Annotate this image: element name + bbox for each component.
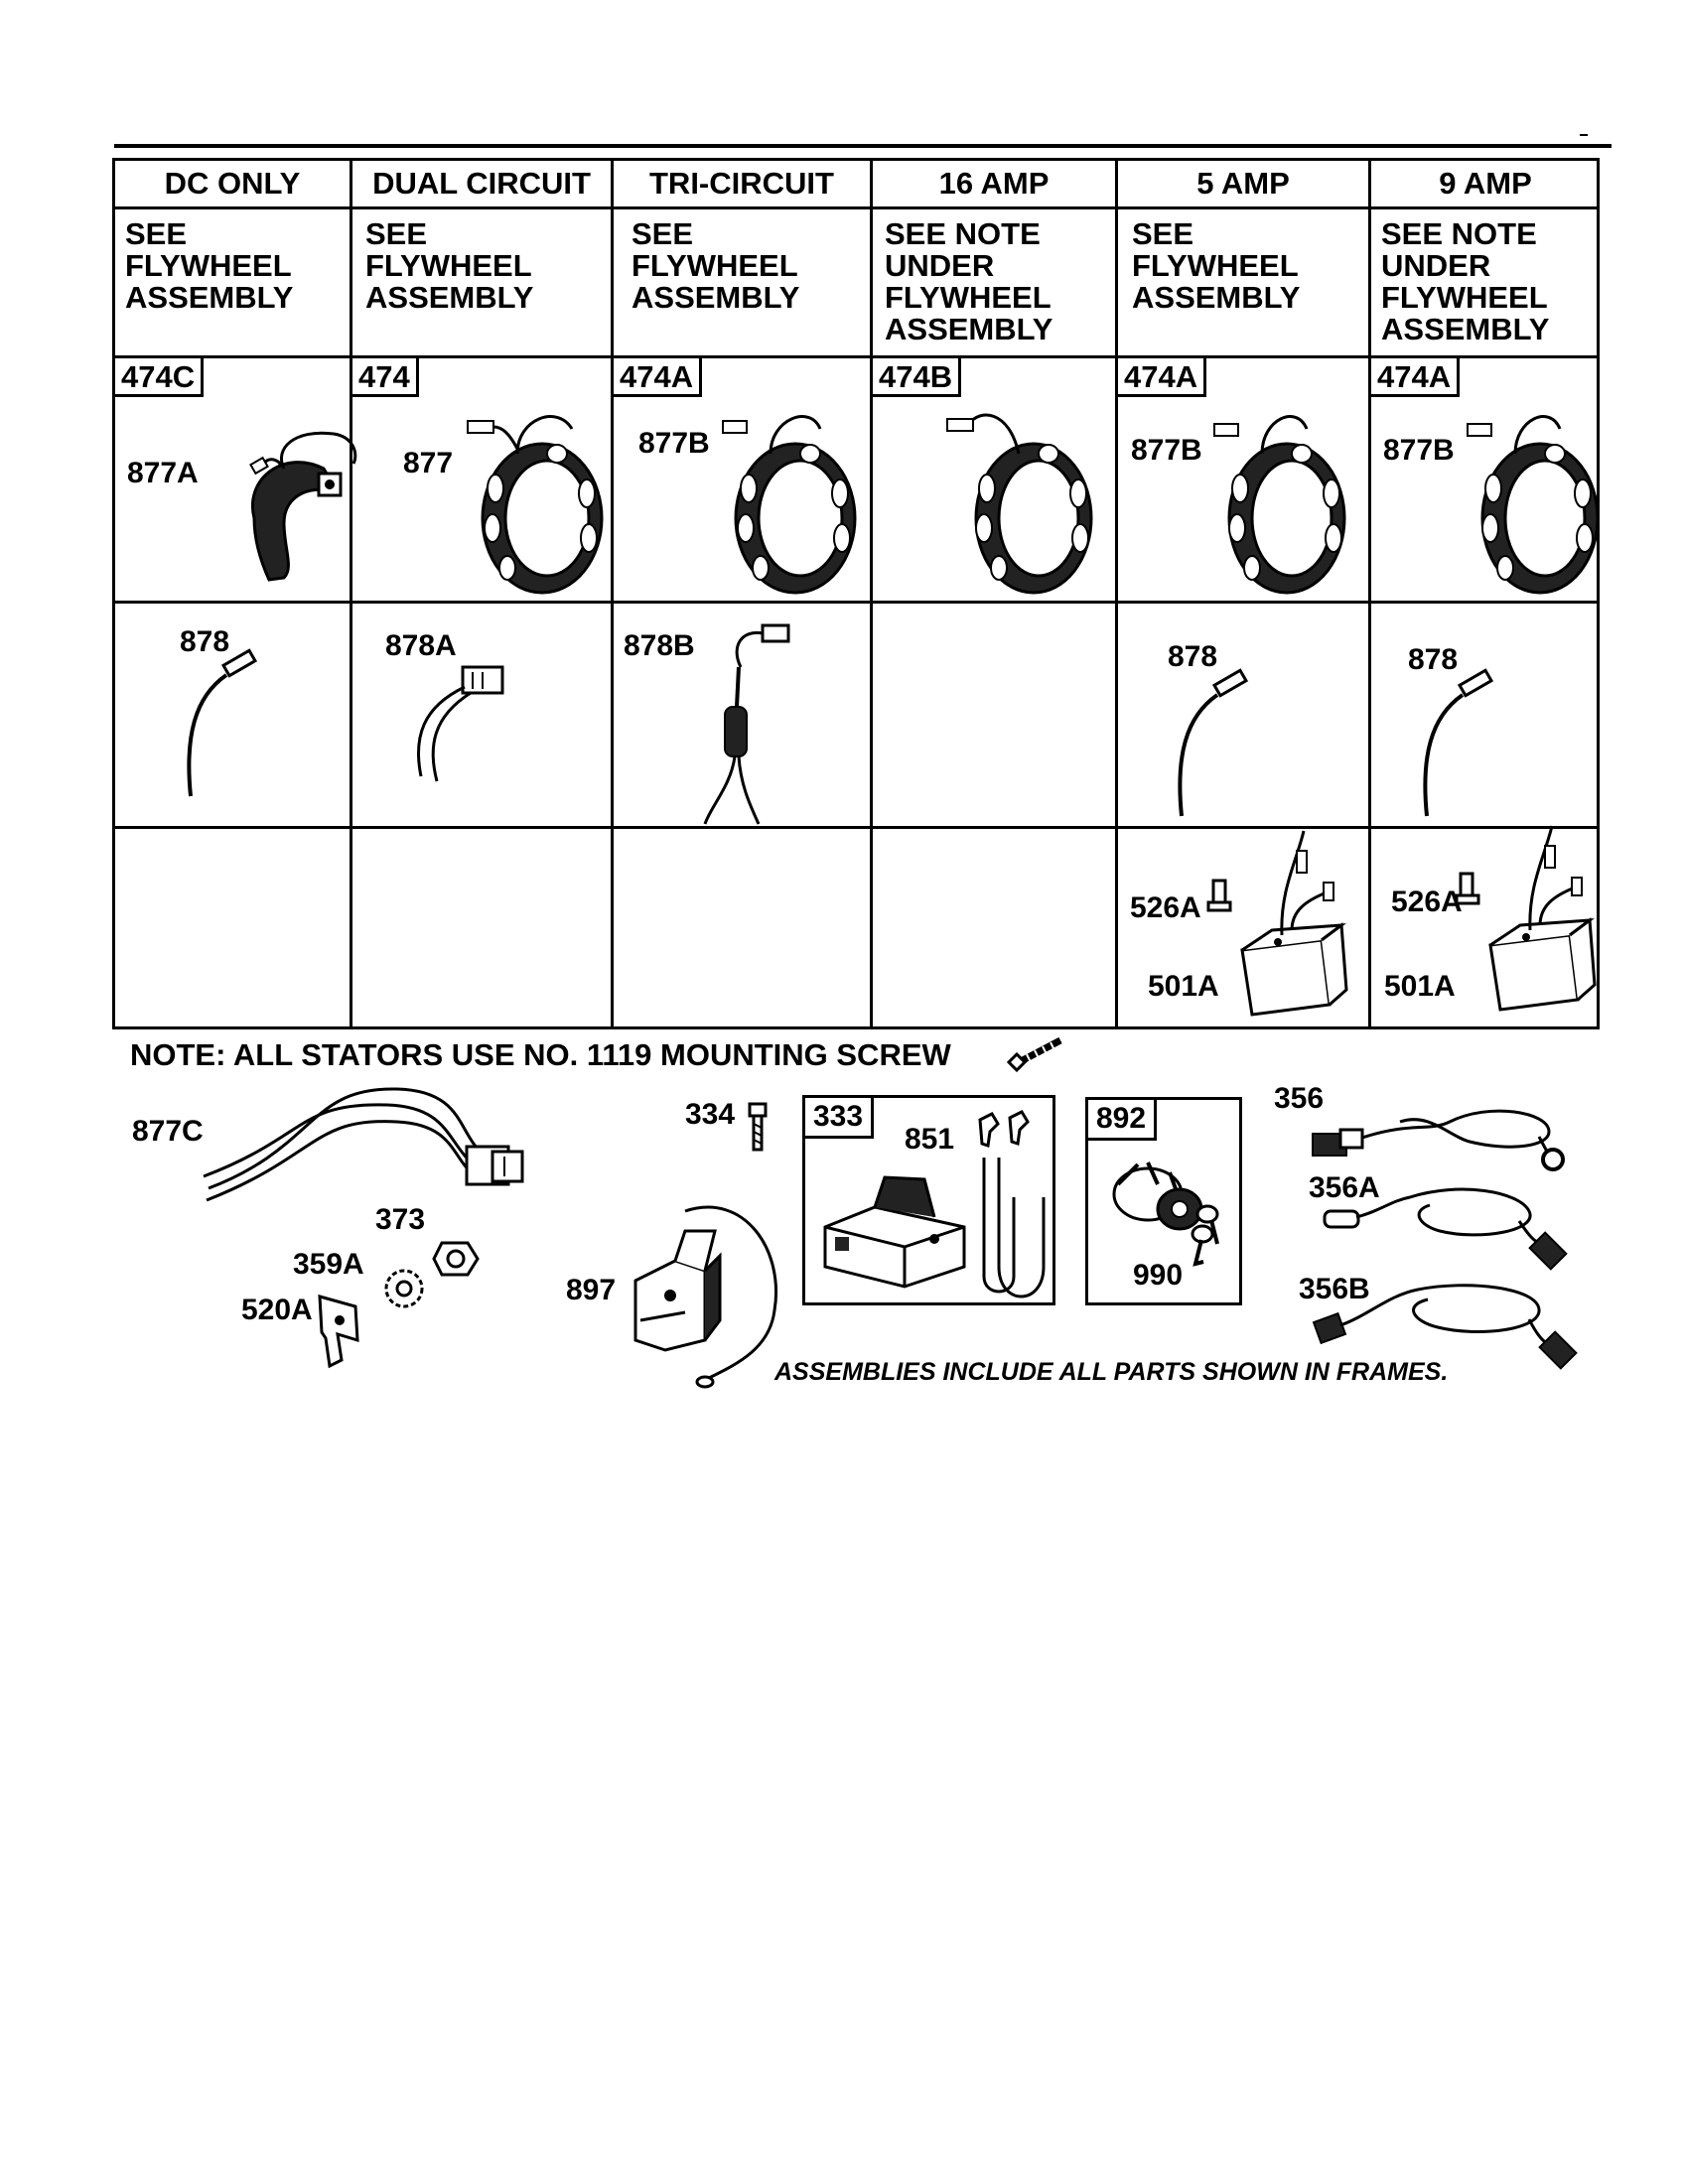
key-switch-frame: 892 990	[1085, 1097, 1242, 1305]
armature-label: 897	[566, 1274, 617, 1306]
regulator-label: 501A	[1384, 970, 1456, 1003]
stator-label: 877B	[1131, 434, 1202, 467]
corner-mark	[1580, 134, 1588, 136]
ref-474a: 474A	[1371, 358, 1461, 397]
diode-wire-icon	[1178, 668, 1249, 817]
ignition-coil-icon	[823, 1158, 1046, 1298]
header-dc-only: DC ONLY	[164, 166, 301, 201]
connector-wire-icon	[1312, 1284, 1578, 1370]
nut-icon	[432, 1241, 480, 1277]
row-divider	[115, 826, 1597, 829]
col-divider	[1368, 161, 1371, 1026]
terminal-clip-icon	[978, 1110, 1030, 1148]
stator-label: 877B	[638, 427, 710, 460]
lock-washer-icon	[384, 1269, 424, 1308]
col-divider	[611, 161, 614, 1026]
diode-harness-icon	[703, 623, 790, 825]
note-16-amp: SEE NOTE UNDER FLYWHEEL ASSEMBLY	[885, 216, 1053, 346]
diode-wire-icon	[1423, 668, 1494, 817]
wire-label: 356B	[1299, 1273, 1370, 1305]
washer-label: 359A	[293, 1248, 364, 1281]
diode-plug-icon	[417, 665, 504, 782]
harness-label: 877C	[132, 1115, 204, 1148]
header-5-amp: 5 AMP	[1196, 166, 1290, 201]
stator-ring-icon	[467, 415, 604, 595]
ref-474a: 474A	[614, 358, 703, 397]
diode-label: 878	[1168, 640, 1218, 673]
regulator-icon	[1455, 825, 1597, 1012]
clip-label: 851	[905, 1123, 955, 1156]
ref-474: 474	[352, 358, 419, 397]
row-divider	[115, 601, 1597, 604]
ref-474a: 474A	[1118, 358, 1207, 397]
stator-table: DC ONLY DUAL CIRCUIT TRI-CIRCUIT 16 AMP …	[112, 158, 1600, 1029]
wire-label: 356A	[1309, 1171, 1380, 1204]
header-16-amp: 16 AMP	[938, 166, 1050, 201]
frame-label: 333	[805, 1098, 875, 1139]
note-dc-only: SEE FLYWHEEL ASSEMBLY	[125, 216, 294, 315]
note-5-amp: SEE FLYWHEEL ASSEMBLY	[1132, 216, 1301, 315]
stator-label: 877B	[1383, 434, 1455, 467]
header-dual-circuit: DUAL CIRCUIT	[372, 166, 591, 201]
regulator-label: 501A	[1148, 970, 1219, 1003]
col-divider	[870, 161, 873, 1026]
screw-label: 526A	[1391, 886, 1463, 918]
diode-label: 878	[180, 625, 230, 658]
note-tri-circuit: SEE FLYWHEEL ASSEMBLY	[632, 216, 800, 315]
stator-ring-icon	[722, 415, 857, 595]
wire-harness-icon	[203, 1087, 524, 1202]
assemblies-note: ASSEMBLIES INCLUDE ALL PARTS SHOWN IN FR…	[774, 1358, 1449, 1386]
screw-label: 334	[685, 1098, 736, 1131]
stator-ring-icon	[1467, 415, 1600, 595]
stator-ring-icon	[946, 413, 1093, 595]
note-dual-circuit: SEE FLYWHEEL ASSEMBLY	[365, 216, 534, 315]
ignition-armature-icon	[633, 1205, 777, 1389]
screw-icon	[1006, 1036, 1062, 1073]
coil-assembly-frame: 333 851	[802, 1095, 1055, 1305]
col-divider	[350, 161, 352, 1026]
nut-label: 373	[375, 1203, 426, 1236]
stator-label: 877	[403, 447, 454, 479]
stator-label: 877A	[127, 457, 199, 489]
key-switch-icon	[1112, 1161, 1219, 1267]
bolt-icon	[748, 1102, 768, 1152]
diode-wire-icon	[187, 648, 258, 797]
bracket-icon	[318, 1294, 359, 1369]
col-divider	[1115, 161, 1118, 1026]
row-divider	[115, 355, 1597, 358]
top-rule	[114, 144, 1612, 148]
frame-label: 892	[1088, 1100, 1158, 1141]
header-tri-circuit: TRI-CIRCUIT	[649, 166, 834, 201]
diode-label: 878	[1408, 643, 1459, 676]
screw-label: 526A	[1130, 891, 1201, 924]
key-label: 990	[1133, 1259, 1184, 1292]
ref-474c: 474C	[115, 358, 205, 397]
header-9-amp: 9 AMP	[1439, 166, 1532, 201]
connector-wire-icon	[1323, 1187, 1568, 1271]
stator-ring-icon	[1213, 415, 1346, 595]
row-divider	[115, 206, 1597, 209]
mounting-screw-note: NOTE: ALL STATORS USE NO. 1119 MOUNTING …	[130, 1037, 951, 1072]
ground-wire-icon	[1312, 1109, 1565, 1171]
diode-label: 878B	[624, 629, 695, 662]
regulator-icon	[1206, 830, 1348, 1017]
diode-label: 878A	[385, 629, 457, 662]
bracket-label: 520A	[241, 1294, 313, 1326]
stator-partial-icon	[249, 431, 357, 582]
wire-label: 356	[1274, 1082, 1325, 1115]
ref-474b: 474B	[873, 358, 962, 397]
note-9-amp: SEE NOTE UNDER FLYWHEEL ASSEMBLY	[1381, 216, 1550, 346]
